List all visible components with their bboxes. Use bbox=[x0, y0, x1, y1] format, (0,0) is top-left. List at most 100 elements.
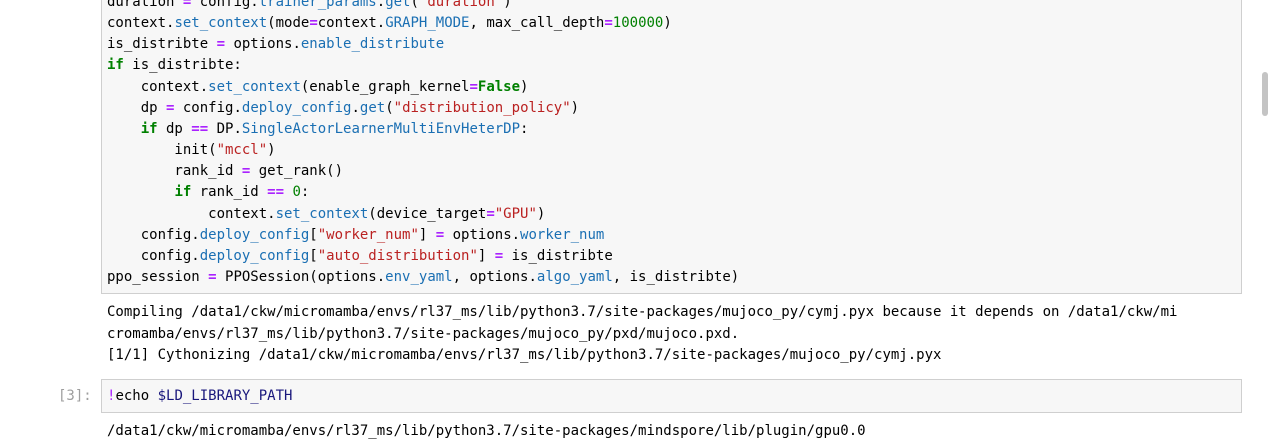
code-token: if bbox=[140, 120, 158, 137]
code-token: , is_distribte) bbox=[612, 268, 740, 285]
code-token: ) bbox=[520, 78, 529, 95]
code-token: ( bbox=[410, 0, 419, 10]
code-token: = bbox=[166, 99, 175, 116]
code-token: dp bbox=[107, 99, 167, 116]
cell-prompt: [3]: bbox=[58, 388, 92, 404]
code-token: is_distribte bbox=[107, 36, 217, 53]
code-token: set_context bbox=[208, 78, 301, 95]
code-token: context. bbox=[317, 15, 386, 32]
code-token: "distribution_policy" bbox=[393, 99, 571, 116]
code-line: config.deploy_config["worker_num"] = opt… bbox=[107, 225, 605, 246]
code-line: context.set_context(device_target="GPU") bbox=[107, 204, 545, 225]
code-token: config. bbox=[191, 0, 259, 10]
code-token: . bbox=[351, 99, 360, 116]
code-token: options. bbox=[444, 226, 521, 243]
code-token bbox=[107, 184, 174, 200]
code-token: ] bbox=[418, 226, 436, 243]
code-token: SingleActorLearnerMultiEnvHeterDP bbox=[241, 120, 521, 137]
code-token: "duration" bbox=[418, 0, 504, 10]
code-token: 100000 bbox=[612, 15, 664, 32]
code-line: rank_id = get_rank() bbox=[107, 161, 343, 182]
code-token: = bbox=[309, 15, 318, 32]
code-token: ) bbox=[536, 205, 546, 222]
code-token: trainer_params bbox=[258, 0, 377, 10]
code-token: context. bbox=[107, 78, 209, 95]
code-cell-input-3[interactable] bbox=[101, 379, 1242, 413]
code-token: if bbox=[174, 184, 192, 201]
code-token: deploy_config bbox=[199, 226, 310, 243]
code-token: $LD_LIBRARY_PATH bbox=[157, 388, 293, 404]
code-token: algo_yaml bbox=[536, 268, 613, 285]
code-token: = bbox=[486, 205, 495, 222]
code-token: = bbox=[494, 247, 504, 264]
code-token: : bbox=[520, 120, 529, 137]
code-token: "worker_num" bbox=[317, 226, 419, 243]
code-token: = bbox=[469, 78, 478, 95]
code-token: config. bbox=[174, 99, 242, 116]
code-token: get bbox=[359, 99, 386, 116]
code-line: context.set_context(mode=context.GRAPH_M… bbox=[107, 13, 672, 34]
code-token: init( bbox=[107, 142, 217, 159]
output-line: cromamba/envs/rl37_ms/lib/python3.7/site… bbox=[107, 326, 740, 342]
code-token: env_yaml bbox=[385, 268, 453, 285]
code-cell-input[interactable] bbox=[101, 0, 1242, 294]
code-token: duration bbox=[107, 0, 183, 10]
code-token: deploy_config bbox=[199, 247, 310, 264]
code-token: = bbox=[216, 36, 226, 53]
code-line: context.set_context(enable_graph_kernel=… bbox=[107, 77, 529, 98]
output-line: Compiling /data1/ckw/micromamba/envs/rl3… bbox=[107, 304, 1178, 320]
code-line: if dp == DP.SingleActorLearnerMultiEnvHe… bbox=[107, 119, 529, 140]
output-line: [1/1] Cythonizing /data1/ckw/micromamba/… bbox=[107, 347, 942, 363]
code-token: "auto_distribution" bbox=[317, 247, 478, 264]
code-token: ppo_session bbox=[107, 268, 209, 285]
code-token: ( bbox=[385, 99, 394, 116]
code-token: [ bbox=[309, 226, 318, 243]
code-token: context. bbox=[107, 15, 175, 32]
code-line: if rank_id == 0: bbox=[107, 182, 309, 203]
code-token: (enable_graph_kernel bbox=[300, 78, 470, 95]
code-token: ) bbox=[267, 142, 276, 159]
code-token: echo bbox=[115, 388, 158, 404]
code-line: duration = config.trainer_params.get("du… bbox=[107, 0, 512, 13]
code-cell-source-3: !echo $LD_LIBRARY_PATH bbox=[107, 386, 292, 407]
code-token: options. bbox=[225, 36, 301, 53]
code-token: if bbox=[107, 57, 124, 74]
code-token: (device_target bbox=[368, 205, 487, 222]
code-token: enable_distribute bbox=[300, 36, 445, 53]
code-token: = bbox=[241, 163, 251, 180]
code-token: rank_id bbox=[107, 163, 242, 180]
scrollbar-thumb[interactable] bbox=[1262, 72, 1268, 116]
code-token: == bbox=[191, 120, 209, 137]
code-line: dp = config.deploy_config.get("distribut… bbox=[107, 98, 579, 119]
code-token: = bbox=[208, 268, 217, 285]
code-token: False bbox=[477, 78, 521, 95]
code-token: rank_id bbox=[191, 184, 268, 201]
code-token: = bbox=[604, 15, 613, 32]
code-token: = bbox=[182, 0, 192, 10]
code-token: set_context bbox=[174, 15, 268, 32]
code-token: "mccl" bbox=[216, 142, 268, 159]
code-token: config. bbox=[107, 247, 200, 264]
code-token: is_distribte: bbox=[123, 57, 242, 74]
code-token: (mode bbox=[267, 15, 310, 32]
code-line: init("mccl") bbox=[107, 140, 276, 161]
code-token: ) bbox=[663, 15, 672, 32]
code-token: context. bbox=[107, 205, 276, 222]
code-token: ] bbox=[477, 247, 495, 264]
code-token: set_context bbox=[275, 205, 369, 222]
code-token bbox=[107, 121, 141, 137]
code-token: "GPU" bbox=[494, 205, 537, 222]
code-token: : bbox=[300, 184, 310, 201]
cell-output-3: /data1/ckw/micromamba/envs/rl37_ms/lib/p… bbox=[107, 423, 866, 439]
code-token: dp bbox=[157, 120, 192, 137]
code-token: get bbox=[385, 0, 411, 10]
code-line: ppo_session = PPOSession(options.env_yam… bbox=[107, 267, 739, 288]
code-token: DP. bbox=[208, 120, 242, 137]
code-token: PPOSession(options. bbox=[216, 268, 386, 285]
code-token: get_rank() bbox=[250, 163, 344, 180]
code-line: is_distribte = options.enable_distribute bbox=[107, 34, 444, 55]
code-token: is_distribte bbox=[503, 247, 613, 264]
code-token: == bbox=[267, 184, 285, 201]
code-token: ) bbox=[570, 99, 580, 116]
code-token: ! bbox=[107, 388, 116, 404]
